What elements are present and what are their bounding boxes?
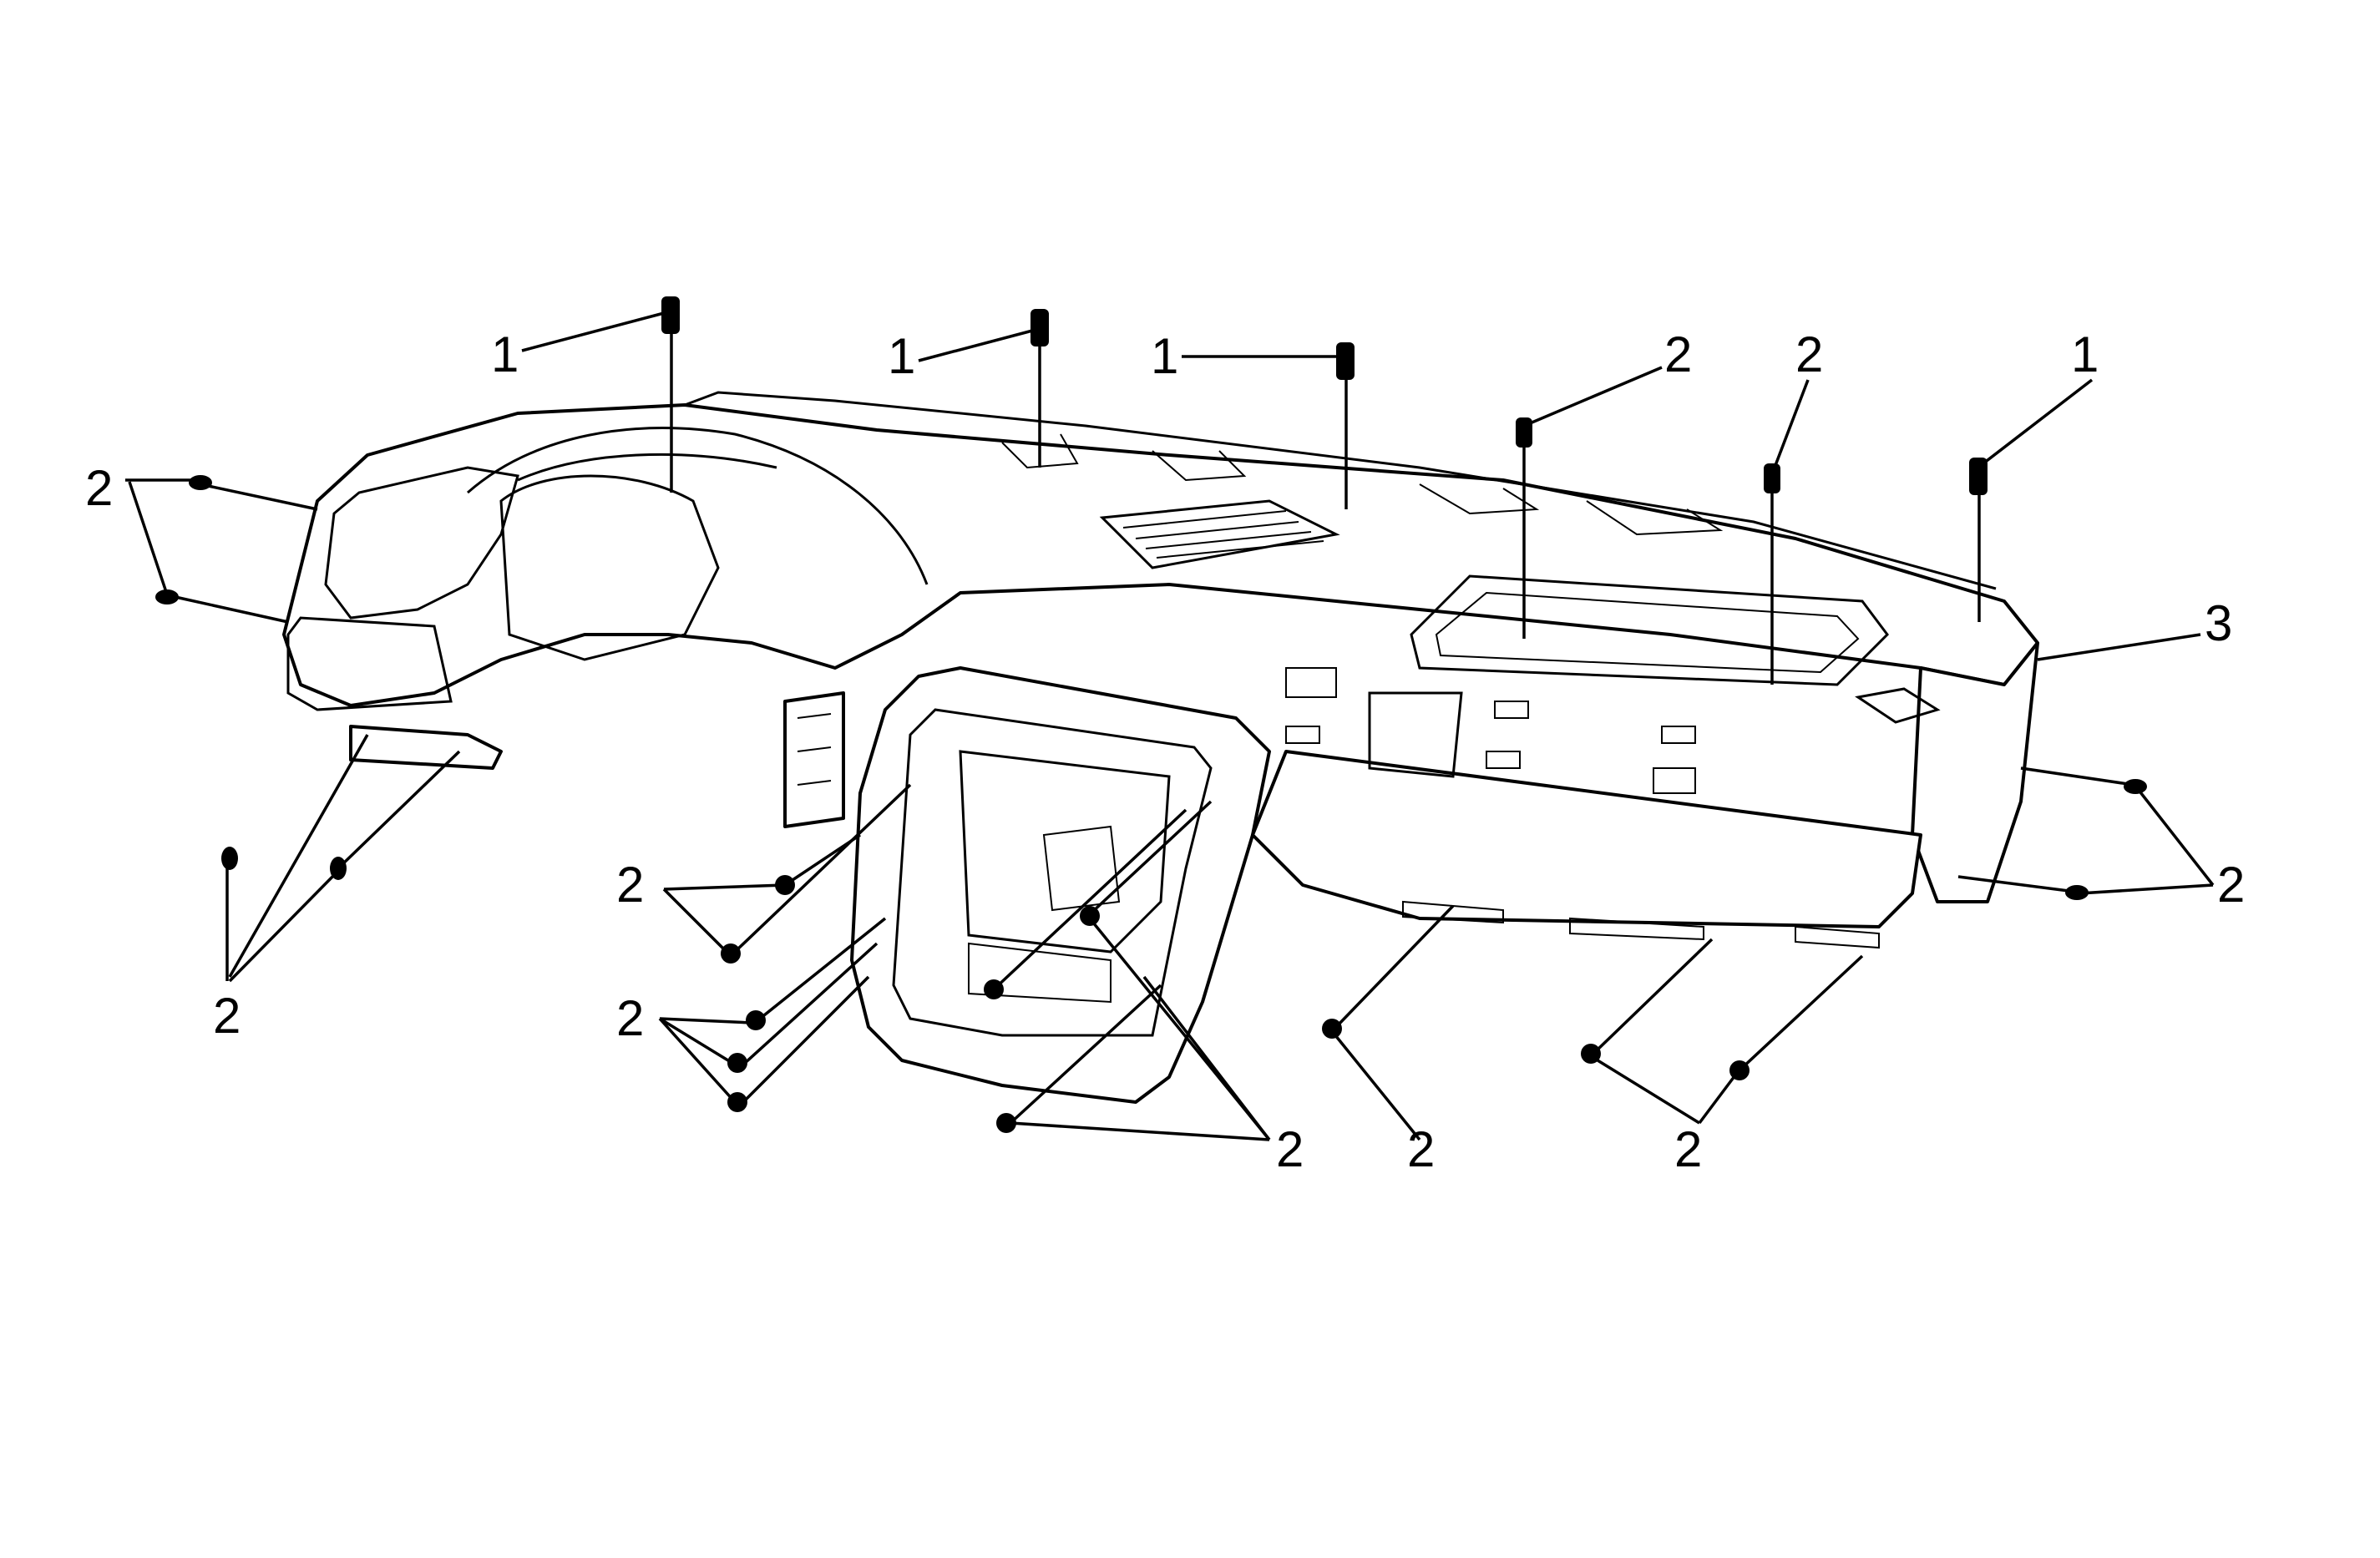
callout-label: 1 [491, 326, 519, 382]
callout-label: 2 [616, 857, 644, 913]
bolt-icon [1969, 458, 1988, 495]
callout-label: 1 [888, 328, 915, 384]
instrument-panel-carrier [282, 391, 2039, 1104]
callout-label: 2 [1407, 1121, 1435, 1177]
bolt-icon [661, 296, 680, 334]
bolt-icon [1336, 342, 1355, 380]
screw-icon [727, 1053, 747, 1073]
callout-labels: 1 1 1 2 2 1 3 2 2 2 2 2 2 2 2 [85, 326, 2245, 1177]
screw-icon [746, 1010, 766, 1030]
screw-icon [1581, 1044, 1601, 1064]
callout-label: 3 [2205, 595, 2232, 651]
screw-icon [2065, 885, 2089, 900]
callout-label: 2 [1664, 326, 1692, 382]
bolt-icon [1516, 417, 1532, 448]
fastener-leaders [125, 311, 2215, 1141]
screw-icon [775, 875, 795, 895]
callout-label: 2 [2217, 857, 2245, 913]
callout-label: 2 [213, 988, 241, 1044]
fasteners [155, 296, 2147, 1133]
screw-icon [721, 943, 741, 964]
callout-label: 1 [1151, 328, 1178, 384]
screw-icon [984, 979, 1004, 999]
callout-label: 2 [616, 990, 644, 1046]
callout-label: 2 [1674, 1121, 1702, 1177]
callout-label: 1 [2071, 326, 2099, 382]
bolt-icon [1764, 463, 1780, 493]
screw-icon [727, 1092, 747, 1112]
screw-icon [221, 847, 238, 870]
callout-label: 2 [1795, 326, 1823, 382]
screw-icon [189, 475, 212, 490]
bolt-icon [1030, 309, 1049, 347]
callout-label: 2 [85, 460, 113, 516]
callout-label: 2 [1276, 1121, 1304, 1177]
screw-icon [330, 857, 347, 880]
screw-icon [1322, 1019, 1342, 1039]
screw-icon [155, 589, 179, 604]
screw-icon [2124, 779, 2147, 794]
screw-icon [1729, 1060, 1750, 1080]
screw-icon [996, 1113, 1016, 1133]
screw-icon [1080, 906, 1100, 926]
